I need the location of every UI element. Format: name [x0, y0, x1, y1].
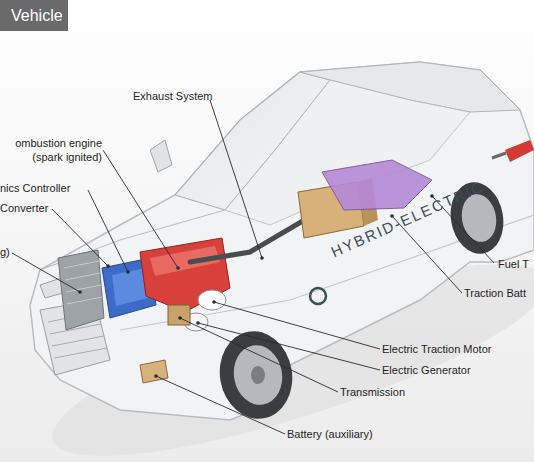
- part-label: nics Controller: [0, 181, 70, 195]
- part-label: Battery (auxiliary): [287, 427, 373, 441]
- part-label: Transmission: [340, 385, 405, 399]
- part-label: Electric Generator: [382, 363, 471, 377]
- part-label: Converter: [0, 201, 48, 215]
- part-label: Traction Batt: [464, 286, 526, 300]
- part-label: Fuel T: [498, 257, 529, 271]
- title-tab: Vehicle: [0, 0, 68, 31]
- part-label: Electric Traction Motor: [382, 342, 491, 356]
- part-label: Exhaust System: [133, 89, 212, 103]
- diagram-title: Vehicle: [11, 7, 63, 25]
- part-label: ombustion engine (spark ignited): [0, 136, 102, 164]
- part-label: g): [0, 245, 10, 259]
